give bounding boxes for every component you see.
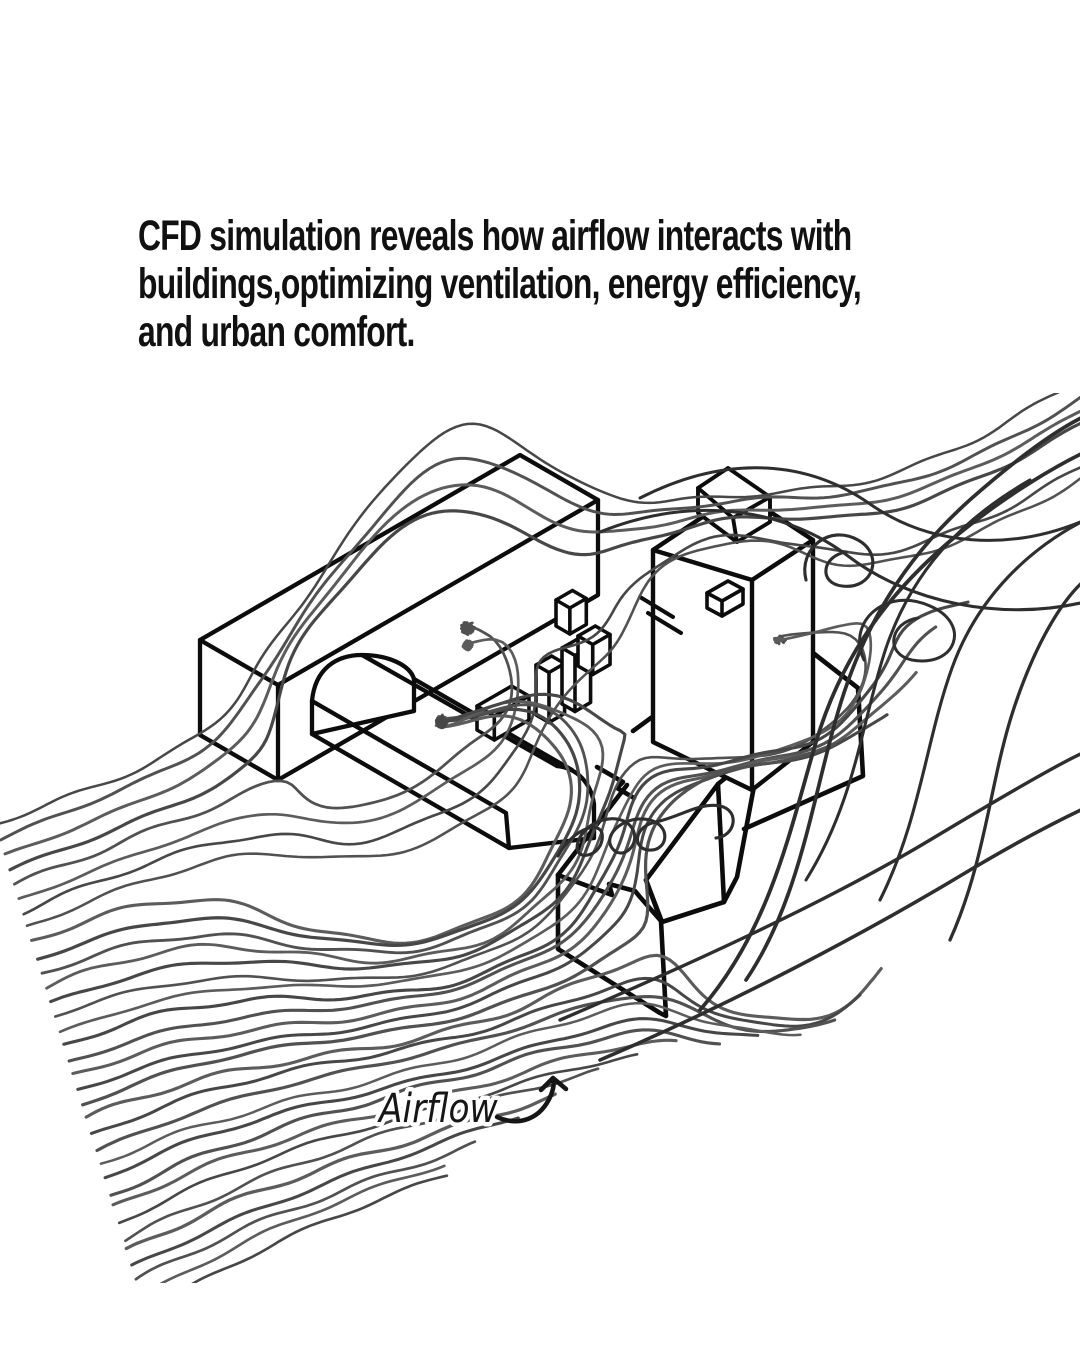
wake-swirl: [558, 752, 1080, 1022]
airflow-arrow-icon: [494, 1076, 556, 1124]
wake-swirl: [948, 582, 1080, 942]
wake-swirl: [638, 466, 1080, 542]
streamline: [81, 742, 837, 1107]
wake-swirl: [858, 598, 956, 663]
wake-swirl: [598, 808, 1080, 1062]
ground-marks: [638, 595, 683, 635]
streamline: [159, 1164, 446, 1283]
streamline: [191, 1174, 449, 1283]
airflow-callout: Airflow: [373, 1075, 569, 1136]
vault-wall: [309, 698, 512, 851]
streamline: [0, 393, 1060, 825]
streamline: [89, 976, 862, 1135]
streamline: [109, 1028, 722, 1197]
streamline: [134, 1140, 477, 1281]
streamline: [25, 477, 1080, 927]
streamline: [95, 995, 837, 1153]
title-line: buildings,optimizing ventilation, energy…: [138, 260, 862, 308]
streamline: [71, 670, 918, 1076]
streamline: [22, 466, 1080, 916]
streamline: [49, 692, 627, 1004]
wake-swirl: [556, 803, 735, 858]
streamline: [124, 1067, 600, 1243]
streamline: [13, 621, 514, 886]
airflow-arrowhead-icon: [538, 1075, 569, 1093]
wake-swirl: [878, 520, 1080, 902]
wake-swirl: [803, 533, 875, 588]
wake-swirl: [598, 508, 1080, 612]
airflow-label: Airflow: [377, 1084, 498, 1131]
streamline: [53, 630, 867, 1018]
low-complex-edge: [643, 877, 664, 924]
small-block-edges: [534, 661, 567, 725]
streamline: [111, 1038, 678, 1207]
title-line: CFD simulation reveals how airflow inter…: [138, 212, 852, 260]
streamline: [8, 421, 1080, 872]
streamline: [17, 637, 520, 900]
title-line: and urban comfort.: [138, 308, 415, 356]
low-complex-edge: [715, 781, 727, 905]
low-complex-edge: [555, 872, 664, 924]
buildings-group: [197, 452, 866, 1019]
streamline: [99, 1002, 802, 1165]
streamline: [124, 1092, 557, 1251]
wake-swirl: [698, 452, 1080, 1012]
vault-right-cap: [506, 763, 597, 851]
streamline: [117, 1052, 639, 1225]
wake-swirl: [804, 478, 1032, 882]
streamline: [0, 395, 1080, 842]
streamlines-group: [0, 393, 1080, 1283]
wake-swirls-group: [556, 416, 1080, 1062]
low-complex-edge: [594, 764, 637, 801]
streamline: [58, 621, 873, 1034]
streamline: [130, 1116, 520, 1267]
streamline: [3, 409, 1080, 856]
streamline: [84, 953, 883, 1119]
streamline: [103, 1017, 760, 1180]
page-title: CFD simulation reveals how airflow inter…: [138, 212, 989, 356]
streamline: [62, 600, 970, 1046]
small-block-edges: [554, 596, 589, 636]
vault-ridge: [359, 652, 560, 769]
vault-building-end: [309, 652, 417, 737]
tower-balcony-edges: [705, 587, 745, 618]
